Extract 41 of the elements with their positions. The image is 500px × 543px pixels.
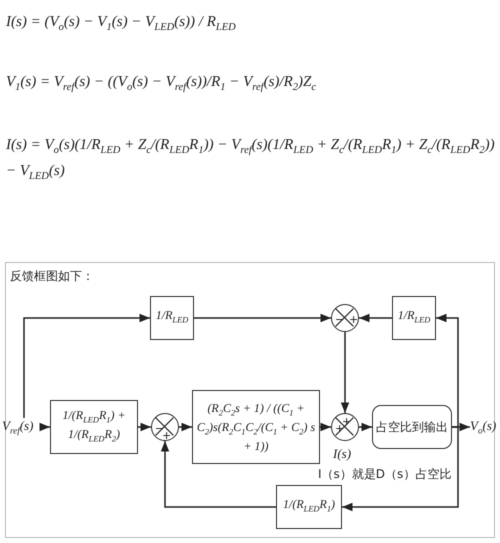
signal-label: V$_{o}$(s) [470, 418, 498, 436]
equation: I(s) = (V$_{o}$(s) − V$_{1}$(s) − V$_{LED}$(s)) / R$_{LED}$ [6, 13, 237, 35]
arrow [436, 314, 459, 428]
transfer-function-text: 1/(R$_{LED}$R$_{1}$) + 1/(R$_{LED}$R$_{2}$) [61, 408, 127, 446]
signal-label: V$_{ref}$(s) [2, 418, 42, 436]
transfer-function-block [150, 296, 194, 340]
transfer-function-block [392, 296, 436, 340]
equation: V$_{1}$(s) = V$_{ref}$(s) − ((V$_{o}$(s) − V$_{ref}$(s))/R$_{1}$ − V$_{ref}$(s)/R$_{2}$)Z$_{c}$ [6, 73, 318, 95]
arrow [40, 422, 50, 432]
arrow [340, 332, 350, 413]
sign-symbol: + [162, 430, 172, 441]
arrow [138, 422, 151, 432]
transfer-function-text: 1/R$_{LED}$ [156, 308, 188, 327]
summing-junction [331, 413, 359, 441]
signal-label: I(s) [333, 446, 352, 462]
equation: I(s) = V$_{o}$(s)(1/R$_{LED}$ + Z$_{c}$/(R$_{LED}$R$_{1}$)) − V$_{ref}$(s)(1/R$_{LED}$ + Z$_{c}$/(R$_{LED}$R$_{1}$) + Z$_{c}$/(R$_{LED}$R$_{2}$)) − V$_{LED}$(s) [6, 136, 496, 184]
note-text: I（s）就是D（s）占空比 [318, 466, 452, 483]
transfer-function-block [276, 485, 342, 529]
sign-symbol: + [342, 416, 352, 427]
arrow [359, 422, 372, 432]
caption-text: 反馈框图如下： [10, 268, 94, 285]
process-box [372, 405, 452, 449]
transfer-function-block [192, 390, 320, 464]
transfer-function-block [50, 400, 138, 454]
sign-symbol: − [155, 423, 164, 434]
transfer-function-text: 1/(R$_{LED}$R$_{1}$) [282, 497, 336, 516]
arrow [320, 422, 331, 432]
transfer-function-text: (R$_{2}$C$_{2}$s + 1) / ((C$_{1}$ + C$_{2}$)s(R$_{2}$C$_{1}$C$_{2}$/(C$_{1}$ + C$_{2}$) s + 1)) [196, 400, 316, 454]
transfer-function-text: 1/R$_{LED}$ [398, 308, 430, 327]
sign-symbol: + [335, 423, 344, 434]
arrow [23, 314, 150, 418]
arrow [160, 441, 276, 508]
arrow [179, 422, 192, 432]
sign-symbol: − [335, 314, 344, 325]
box-text: 占空比到输出 [376, 420, 448, 434]
summing-junction [151, 413, 179, 441]
arrow [194, 314, 331, 322]
arrow [342, 426, 459, 512]
sign-symbol: + [349, 314, 358, 325]
summing-junction [331, 304, 359, 332]
arrow [359, 314, 392, 322]
